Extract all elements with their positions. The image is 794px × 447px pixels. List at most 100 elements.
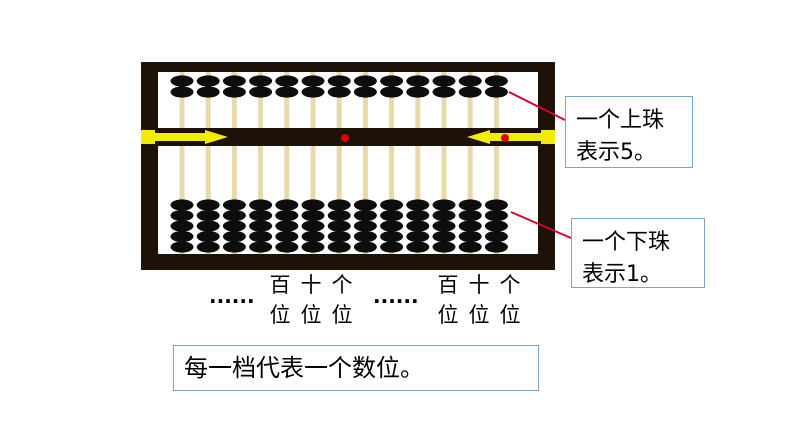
lower-bead <box>406 241 430 253</box>
abacus-rod <box>362 72 368 254</box>
lower-bead <box>327 230 351 243</box>
lower-bead <box>458 241 482 253</box>
lower-bead <box>301 241 325 253</box>
tens-label-top: 十 <box>300 273 322 297</box>
lower-bead <box>196 199 220 211</box>
abacus-rod <box>441 72 447 254</box>
upper-bead <box>380 86 404 98</box>
tens-label-bottom: 位 <box>468 303 490 327</box>
upper-bead <box>458 86 482 98</box>
lower-bead-callout-line-2: 表示1。 <box>582 262 662 287</box>
lower-bead <box>170 209 194 222</box>
beam-right-cap <box>541 130 555 144</box>
lower-bead <box>301 230 325 243</box>
hundreds-label-top: 百 <box>269 273 291 297</box>
abacus-rod <box>493 72 499 254</box>
lower-bead <box>380 199 404 211</box>
lower-bead <box>380 241 404 253</box>
lower-bead <box>170 199 194 211</box>
hundreds-label-bottom: 位 <box>437 303 459 327</box>
lower-bead <box>353 230 377 243</box>
lower-bead <box>406 230 430 243</box>
lower-bead <box>484 199 508 211</box>
tens-label: 十位 <box>468 270 490 330</box>
left-arrow <box>155 130 228 144</box>
upper-callout-leader <box>508 91 566 121</box>
ones-label-top: 个 <box>499 273 521 297</box>
ones-label-bottom: 位 <box>331 303 353 327</box>
lower-bead <box>406 199 430 211</box>
upper-bead <box>327 75 351 87</box>
upper-bead <box>484 75 508 87</box>
tens-label-bottom: 位 <box>300 303 322 327</box>
abacus-rod <box>310 72 316 254</box>
lower-bead <box>249 209 273 222</box>
lower-bead <box>458 230 482 243</box>
lower-bead <box>196 220 220 232</box>
lower-bead <box>353 199 377 211</box>
lower-bead <box>380 220 404 232</box>
upper-bead <box>196 86 220 98</box>
lower-bead <box>275 230 299 243</box>
hundreds-label: 百位 <box>269 270 291 330</box>
lower-bead <box>249 220 273 232</box>
ones-label: 个位 <box>331 270 353 330</box>
upper-bead <box>170 75 194 87</box>
unit-marker-dot <box>341 134 349 142</box>
lower-bead <box>458 220 482 232</box>
lower-bead <box>249 230 273 243</box>
lower-bead <box>301 199 325 211</box>
ones-label: 个位 <box>499 270 521 330</box>
lower-bead <box>484 241 508 253</box>
lower-bead <box>353 209 377 222</box>
upper-bead <box>353 86 377 98</box>
lower-bead <box>222 241 246 253</box>
lower-bead <box>249 199 273 211</box>
lower-bead <box>222 209 246 222</box>
upper-bead <box>275 86 299 98</box>
left-ellipsis: ...... <box>209 284 255 308</box>
lower-bead <box>380 230 404 243</box>
upper-bead <box>301 86 325 98</box>
abacus-beads <box>170 75 508 253</box>
upper-bead <box>196 75 220 87</box>
upper-bead <box>484 86 508 98</box>
lower-bead <box>380 209 404 222</box>
lower-callout-leader <box>510 211 572 239</box>
upper-bead <box>406 75 430 87</box>
upper-bead <box>301 75 325 87</box>
lower-bead <box>249 241 273 253</box>
lower-bead <box>196 230 220 243</box>
hundreds-label-top: 百 <box>437 273 459 297</box>
tens-label-top: 十 <box>468 273 490 297</box>
upper-bead <box>249 75 273 87</box>
hundreds-label-bottom: 位 <box>269 303 291 327</box>
lower-bead <box>327 220 351 232</box>
lower-bead <box>484 209 508 222</box>
lower-bead <box>406 220 430 232</box>
lower-bead <box>458 199 482 211</box>
lower-bead <box>327 199 351 211</box>
lower-bead <box>170 220 194 232</box>
upper-bead <box>458 75 482 87</box>
upper-bead <box>222 86 246 98</box>
upper-bead <box>406 86 430 98</box>
lower-bead <box>301 209 325 222</box>
lower-bead <box>170 241 194 253</box>
abacus-rod <box>231 72 237 254</box>
abacus-rod <box>179 72 185 254</box>
lower-bead <box>432 209 456 222</box>
upper-bead <box>249 86 273 98</box>
lower-bead <box>432 199 456 211</box>
lower-bead <box>222 199 246 211</box>
lower-bead <box>432 241 456 253</box>
lower-bead <box>327 241 351 253</box>
upper-bead <box>380 75 404 87</box>
upper-bead <box>222 75 246 87</box>
lower-bead <box>406 209 430 222</box>
lower-bead <box>484 220 508 232</box>
upper-bead <box>327 86 351 98</box>
upper-bead <box>432 75 456 87</box>
lower-bead <box>432 230 456 243</box>
